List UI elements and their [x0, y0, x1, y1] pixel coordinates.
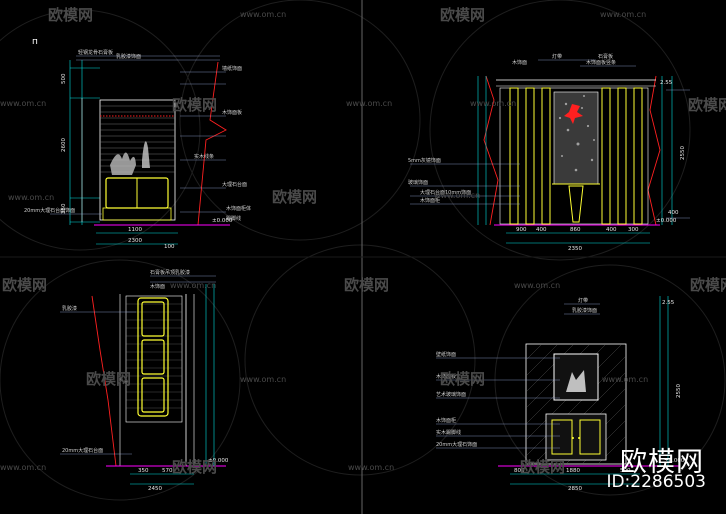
- elevation-b: 灯带 石膏板 木饰面 木饰面板竖条 5mm灰镜饰面 玻璃饰面 大理石台面10mm…: [408, 53, 690, 252]
- elev-a-label-2: 乳胶漆饰面: [116, 53, 141, 60]
- elev-b-label-2: 石膏板: [598, 53, 613, 60]
- elev-a-label-3: 墙纸饰面: [222, 65, 242, 72]
- elev-d-label-8: 20mm大理石饰面: [436, 441, 477, 448]
- elev-b-dim-total: 2350: [568, 246, 582, 252]
- watermark-brand: 欧模网: [172, 96, 217, 114]
- elev-c-level: ±0.000: [208, 458, 229, 464]
- elev-d-label-4: 木饰面板: [436, 373, 456, 380]
- elev-d-dim-4: 2.55: [662, 300, 675, 306]
- watermark-url: www.om.cn: [514, 281, 560, 290]
- watermark-url: www.om.cn: [602, 375, 648, 384]
- elev-c-label-4: 20mm大理石台面: [62, 447, 103, 454]
- elev-d-label-5: 艺术玻璃饰面: [436, 391, 466, 398]
- elev-b-label-3: 木饰面: [512, 59, 527, 66]
- elev-d-dim-2: 1880: [566, 468, 580, 474]
- elev-b-dim-3: 860: [570, 227, 581, 233]
- elev-d-label-1: 灯带: [578, 297, 588, 304]
- elev-a-dim-5: 2600: [61, 138, 67, 152]
- elevation-a: 轻钢龙骨石膏板 乳胶漆饰面 墙纸饰面 木饰面板 实木线条 大理石台面 木饰面柜体…: [24, 49, 251, 250]
- watermark-brand: 欧模网: [86, 370, 131, 388]
- watermark-url: www.om.cn: [346, 99, 392, 108]
- watermark-brand: 欧模网: [520, 458, 565, 476]
- elev-b-dim-8: 400: [668, 210, 679, 216]
- watermark-brand: 欧模网: [440, 6, 485, 24]
- watermark-brand: 欧模网: [688, 96, 726, 114]
- elev-d-dim-3: 500: [620, 468, 631, 474]
- elev-b-dim-7: 2550: [680, 146, 686, 160]
- watermark-url: www.om.cn: [8, 193, 54, 202]
- elev-b-label-1: 灯带: [552, 53, 562, 60]
- watermark-url: www.om.cn: [600, 10, 646, 19]
- watermark-url: www.om.cn: [240, 10, 286, 19]
- elev-a-dim-1: 1100: [128, 227, 142, 233]
- elev-d-label-6: 木饰面柜: [436, 417, 456, 424]
- watermark-url: www.om.cn: [348, 463, 394, 472]
- elev-a-label-1: 轻钢龙骨石膏板: [78, 49, 113, 56]
- elev-b-label-6: 玻璃饰面: [408, 179, 428, 186]
- elev-a-label-4: 木饰面板: [222, 109, 242, 116]
- elev-a-level: ±0.000: [212, 218, 233, 224]
- elev-a-label-7: 木饰面柜体: [226, 205, 251, 212]
- watermark-url: www.om.cn: [434, 191, 480, 200]
- watermark-brand: 欧模网: [2, 276, 47, 294]
- elevation-c: 石膏板吊顶乳胶漆 木饰面 乳胶漆 20mm大理石台面 350 570 2450 …: [60, 269, 229, 492]
- elev-c-label-3: 乳胶漆: [62, 305, 77, 312]
- elev-d-label-2: 乳胶漆饰面: [572, 307, 597, 314]
- elev-b-label-4: 木饰面板竖条: [586, 59, 616, 66]
- elevation-d: 灯带 乳胶漆饰面 壁纸饰面 木饰面板 艺术玻璃饰面 木饰面柜 实木踢脚线 20m…: [436, 296, 685, 492]
- elev-d-dim-5: 2550: [676, 384, 682, 398]
- elev-b-label-8: 木饰面柜: [420, 197, 440, 204]
- corner-mark: п: [32, 37, 38, 47]
- elev-a-dim-6: 350: [61, 203, 67, 214]
- elev-d-label-3: 壁纸饰面: [436, 351, 456, 358]
- watermark-layer: 欧模网 www.om.cn 欧模网 www.om.cn www.om.cn 欧模…: [0, 6, 726, 476]
- elev-b-dim-5: 300: [628, 227, 639, 233]
- elev-b-dim-2: 400: [536, 227, 547, 233]
- elev-c-dim-1: 350: [138, 468, 149, 474]
- elev-c-dim-2: 570: [162, 468, 173, 474]
- elev-a-label-8: 踢脚线: [226, 215, 241, 222]
- elev-c-label-1: 石膏板吊顶乳胶漆: [150, 269, 190, 276]
- elev-b-label-7: 大理石台面10mm饰面: [420, 189, 471, 196]
- watermark-brand: 欧模网: [690, 276, 726, 294]
- elev-c-dim-total: 2450: [148, 486, 162, 492]
- watermark-url: www.om.cn: [240, 375, 286, 384]
- elev-a-dim-4: 500: [61, 73, 67, 84]
- brand-overlay-name: 欧模网: [620, 447, 704, 478]
- elev-d-dim-1: 800: [514, 468, 525, 474]
- elev-b-dim-4: 400: [606, 227, 617, 233]
- elev-a-dim-3: 100: [164, 244, 175, 250]
- watermark-brand: 欧模网: [440, 370, 485, 388]
- elev-a-label-9: 20mm大理石台面饰面: [24, 207, 75, 214]
- watermark-url: www.om.cn: [470, 99, 516, 108]
- watermark-brand: 欧模网: [272, 188, 317, 206]
- elev-a-dim-2: 2300: [128, 238, 142, 244]
- watermark-brand: 欧模网: [48, 6, 93, 24]
- elev-a-label-5: 实木线条: [194, 153, 214, 160]
- watermark-brand: 欧模网: [344, 276, 389, 294]
- watermark-url: www.om.cn: [0, 99, 46, 108]
- brand-overlay-id: ID:2286503: [606, 472, 706, 492]
- elev-d-label-7: 实木踢脚线: [436, 429, 461, 436]
- watermark-brand: 欧模网: [172, 458, 217, 476]
- elev-b-dim-1: 900: [516, 227, 527, 233]
- elev-d-dim-total: 2850: [568, 486, 582, 492]
- elev-b-level: ±0.000: [656, 218, 677, 224]
- elev-b-label-5: 5mm灰镜饰面: [408, 157, 441, 164]
- watermark-url: www.om.cn: [0, 463, 46, 472]
- watermark-url: www.om.cn: [170, 281, 216, 290]
- elev-d-level: ±0.000: [664, 458, 685, 464]
- elev-c-label-2: 木饰面: [150, 283, 165, 290]
- elev-a-label-6: 大理石台面: [222, 181, 247, 188]
- elev-b-dim-6: 2.55: [660, 80, 673, 86]
